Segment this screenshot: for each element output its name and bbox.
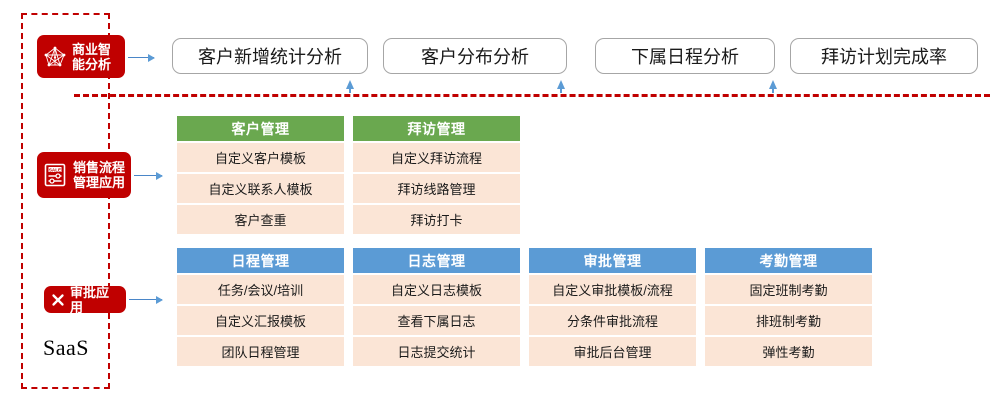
horizontal-dashed-divider [74,94,990,97]
connector-bi [128,54,155,62]
module-item[interactable]: 弹性考勤 [705,337,872,366]
module-item[interactable]: 自定义拜访流程 [353,143,520,172]
module-customer-management: 客户管理 自定义客户模板 自定义联系人模板 客户查重 [177,116,344,234]
up-arrow-2 [557,80,565,93]
x-cross-icon [51,293,65,307]
module-log-management: 日志管理 自定义日志模板 查看下属日志 日志提交统计 [353,248,520,366]
module-item[interactable]: 固定班制考勤 [705,275,872,304]
connector-approval [129,296,163,304]
analysis-button-visit-plan-completion[interactable]: 拜访计划完成率 [790,38,978,74]
module-title: 日志管理 [353,248,520,273]
module-title: 客户管理 [177,116,344,141]
app-chip-label: 销售流程 管理应用 [73,160,126,190]
module-item[interactable]: 自定义联系人模板 [177,174,344,203]
app-chip-label: 审批应用 [70,284,110,315]
module-item[interactable]: 自定义日志模板 [353,275,520,304]
analysis-button-label: 客户分布分析 [421,47,529,67]
module-item[interactable]: 排班制考勤 [705,306,872,335]
saas-label: SaaS [43,335,89,360]
network-graph-icon [43,45,67,69]
saas-container-box [21,13,110,389]
module-visit-management: 拜访管理 自定义拜访流程 拜访线路管理 拜访打卡 [353,116,520,234]
module-item[interactable]: 分条件审批流程 [529,306,696,335]
module-title: 日程管理 [177,248,344,273]
app-chip-business-intelligence[interactable]: 商业智 能分析 [37,35,125,78]
module-item[interactable]: 查看下属日志 [353,306,520,335]
analysis-button-label: 客户新增统计分析 [198,47,342,67]
analysis-button-customer-distribution[interactable]: 客户分布分析 [383,38,567,74]
module-item[interactable]: 拜访线路管理 [353,174,520,203]
module-title: 审批管理 [529,248,696,273]
module-title: 拜访管理 [353,116,520,141]
module-item[interactable]: 自定义汇报模板 [177,306,344,335]
svg-text:SALE: SALE [49,167,61,172]
module-title: 考勤管理 [705,248,872,273]
up-arrow-1 [346,80,354,93]
connector-sales [134,172,163,180]
module-item[interactable]: 审批后台管理 [529,337,696,366]
module-item[interactable]: 客户查重 [177,205,344,234]
analysis-button-label: 下属日程分析 [631,47,739,67]
analysis-button-label: 拜访计划完成率 [821,47,947,67]
app-chip-sales-process[interactable]: SALE 销售流程 管理应用 [37,152,131,198]
module-approval-management: 审批管理 自定义审批模板/流程 分条件审批流程 审批后台管理 [529,248,696,366]
analysis-button-customer-growth[interactable]: 客户新增统计分析 [172,38,368,74]
up-arrow-3 [769,80,777,93]
module-item[interactable]: 拜访打卡 [353,205,520,234]
module-item[interactable]: 自定义客户模板 [177,143,344,172]
module-item[interactable]: 任务/会议/培训 [177,275,344,304]
app-chip-approval[interactable]: 审批应用 [44,284,126,315]
module-item[interactable]: 自定义审批模板/流程 [529,275,696,304]
module-attendance-management: 考勤管理 固定班制考勤 排班制考勤 弹性考勤 [705,248,872,366]
module-item[interactable]: 团队日程管理 [177,337,344,366]
app-chip-label: 商业智 能分析 [72,41,112,72]
module-item[interactable]: 日志提交统计 [353,337,520,366]
analysis-button-subordinate-schedule[interactable]: 下属日程分析 [595,38,775,74]
sale-slider-icon: SALE [42,162,68,188]
module-schedule-management: 日程管理 任务/会议/培训 自定义汇报模板 团队日程管理 [177,248,344,366]
